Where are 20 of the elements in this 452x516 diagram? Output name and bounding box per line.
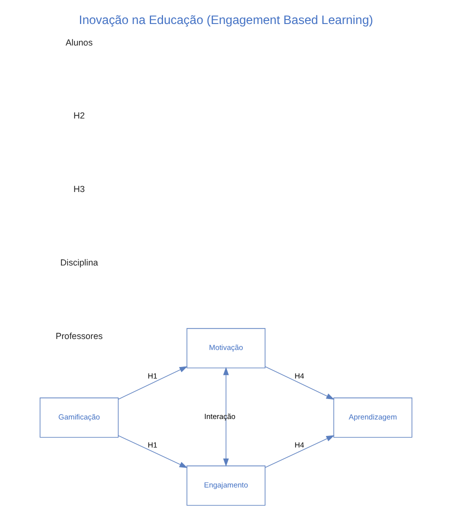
node-box: Engajamento xyxy=(186,465,266,506)
diagram-title: Inovação na Educação (Engagement Based Learning) xyxy=(78,12,374,27)
arrow xyxy=(264,434,334,468)
label: Alunos xyxy=(66,36,93,47)
edge-label: H4 xyxy=(294,371,304,380)
edge-label: Interação xyxy=(204,411,236,420)
node-box: Motivação xyxy=(186,328,266,368)
label: H2 xyxy=(74,110,85,120)
node-box: Gamificação xyxy=(40,397,119,438)
edge-label: H1 xyxy=(148,371,158,380)
arrow xyxy=(223,366,229,466)
label: Disciplina xyxy=(60,257,98,268)
edge-label: H4 xyxy=(294,440,304,449)
arrow xyxy=(118,366,188,400)
label: Professores xyxy=(56,330,103,340)
label: H3 xyxy=(74,184,85,194)
node-box: Aprendizagem xyxy=(333,397,412,438)
edge-label: H1 xyxy=(148,440,158,449)
arrow xyxy=(118,434,188,468)
arrow xyxy=(264,366,334,400)
